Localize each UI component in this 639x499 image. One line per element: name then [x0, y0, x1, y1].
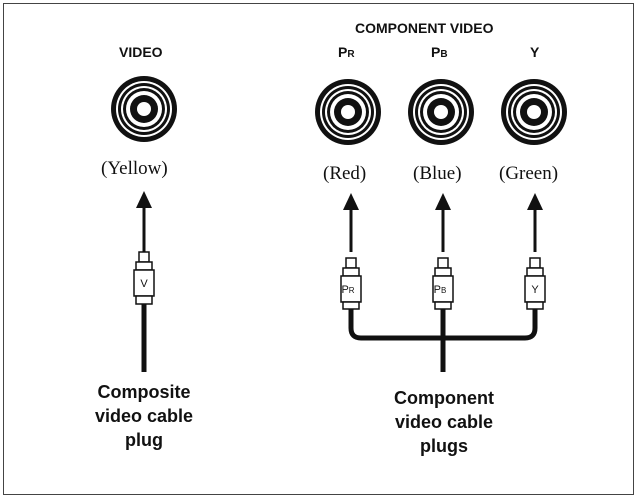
- color-label-red: (Red): [323, 163, 367, 184]
- jack-label-y: Y: [530, 44, 540, 60]
- jack-label-pb: PB: [431, 44, 448, 60]
- jack-pr: [315, 79, 381, 145]
- plug-pr: [340, 257, 362, 310]
- plug-y: [524, 257, 546, 310]
- plug-pb: [432, 257, 454, 310]
- jack-y: [501, 79, 567, 145]
- jack-video: [111, 76, 177, 142]
- caption-composite: Composite video cable plug: [94, 382, 194, 450]
- video-header: VIDEO: [119, 44, 163, 60]
- jack-pb: [408, 79, 474, 145]
- arrow-pb: [435, 193, 451, 252]
- arrow-composite: [136, 191, 152, 252]
- color-label-blue: (Blue): [413, 163, 462, 184]
- caption-component: Component video cable plugs: [394, 388, 494, 456]
- plug-composite: [133, 251, 155, 372]
- plug-text-pb: PB: [434, 284, 447, 296]
- plug-text-y: Y: [531, 284, 539, 296]
- component-video-header: COMPONENT VIDEO: [355, 20, 494, 36]
- arrow-y: [527, 193, 543, 252]
- component-cable: [348, 309, 538, 372]
- plug-text-v: V: [140, 278, 148, 290]
- color-label-yellow: (Yellow): [101, 158, 168, 179]
- plug-text-pr: PR: [341, 284, 354, 296]
- arrow-pr: [343, 193, 359, 252]
- jack-label-pr: PR: [338, 44, 355, 60]
- color-label-green: (Green): [499, 163, 559, 184]
